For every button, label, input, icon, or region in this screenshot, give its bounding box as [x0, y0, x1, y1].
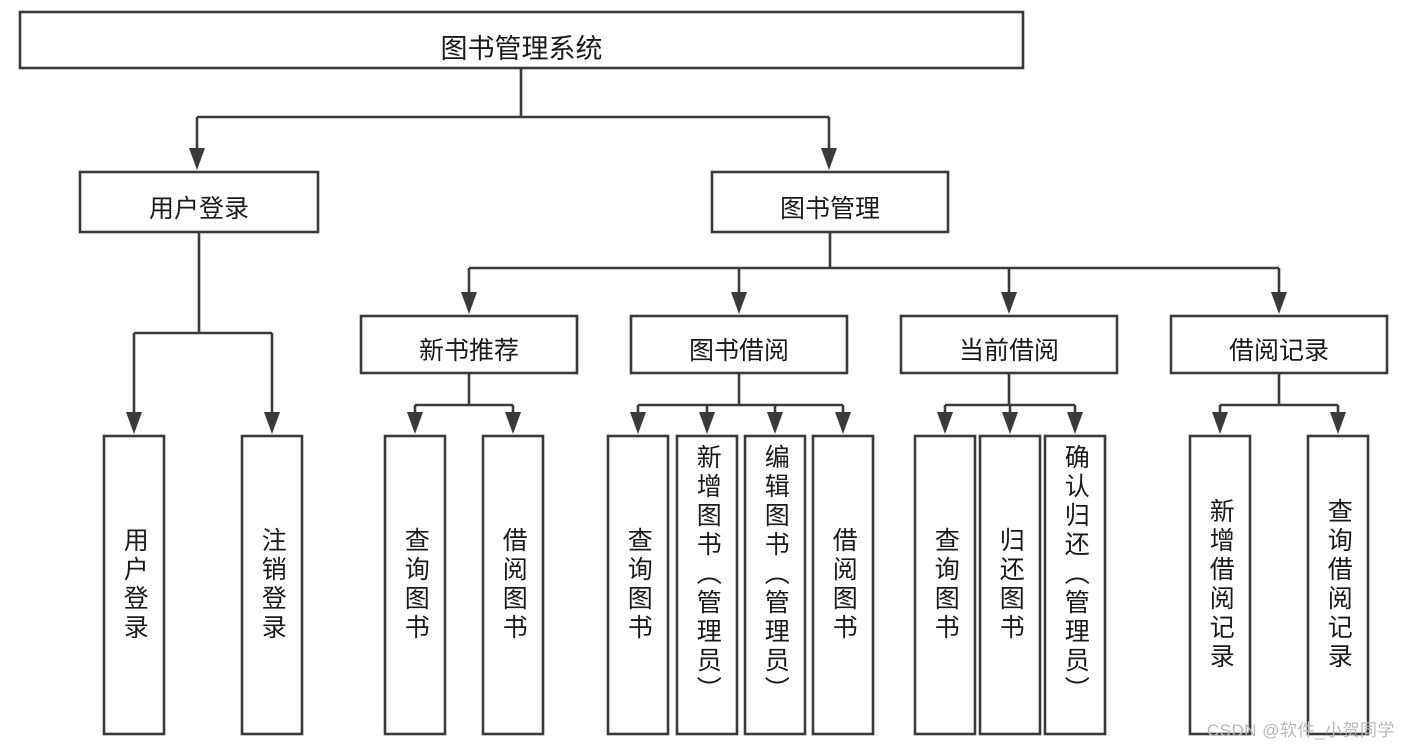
arrowhead-record [1271, 292, 1287, 314]
arrowhead-borrow-leaf3 [767, 412, 783, 434]
arrowhead-newbook-leaf1 [407, 412, 423, 434]
arrowhead-newbook [461, 292, 477, 314]
node-borrow-record[interactable] [1169, 314, 1389, 375]
arrowhead-current-leaf2 [1002, 412, 1018, 434]
arrowhead-borrow-leaf2 [699, 412, 715, 434]
leaf-current-confirm-return-admin[interactable] [1043, 434, 1107, 736]
arrowhead-book-mgmt [821, 148, 837, 170]
leaf-current-return-books[interactable] [978, 434, 1042, 736]
arrowhead-newbook-leaf2 [505, 412, 521, 434]
leaf-borrow-query-books[interactable] [606, 434, 670, 736]
leaf-current-query-books[interactable] [913, 434, 977, 736]
leaf-newbook-query-books[interactable] [383, 434, 447, 736]
arrowhead-borrow [731, 292, 747, 314]
nodes-layer [18, 10, 1389, 736]
arrowhead-record-leaf2 [1330, 412, 1346, 434]
leaf-logout-login[interactable] [240, 434, 304, 736]
leaf-newbook-borrow-books[interactable] [481, 434, 545, 736]
arrowhead-leaf-logout [264, 412, 280, 434]
node-user-login[interactable] [78, 170, 320, 234]
arrowhead-current-leaf1 [937, 412, 953, 434]
arrowhead-borrow-leaf4 [835, 412, 851, 434]
arrowhead-leaf-user-login [126, 412, 142, 434]
csdn-watermark: CSDN @软件_小贺同学 [1206, 721, 1395, 740]
leaf-record-add-borrow-record[interactable] [1188, 434, 1252, 736]
leaf-borrow-borrow-books[interactable] [811, 434, 875, 736]
node-root-book-management-system[interactable] [18, 10, 1025, 70]
arrowhead-borrow-leaf1 [630, 412, 646, 434]
node-book-borrow[interactable] [629, 314, 849, 375]
node-new-book-recommend[interactable] [359, 314, 579, 375]
arrowhead-current-leaf3 [1067, 412, 1083, 434]
node-book-management[interactable] [710, 170, 950, 234]
node-current-borrow[interactable] [899, 314, 1119, 375]
leaf-borrow-add-book-admin[interactable] [675, 434, 739, 736]
leaf-user-login[interactable] [102, 434, 166, 736]
leaf-record-query-borrow-record[interactable] [1306, 434, 1370, 736]
arrowhead-current [1001, 292, 1017, 314]
leaf-borrow-edit-book-admin[interactable] [743, 434, 807, 736]
connectors-layer [126, 68, 1346, 434]
arrowhead-record-leaf1 [1212, 412, 1228, 434]
arrowhead-user-login [189, 148, 205, 170]
